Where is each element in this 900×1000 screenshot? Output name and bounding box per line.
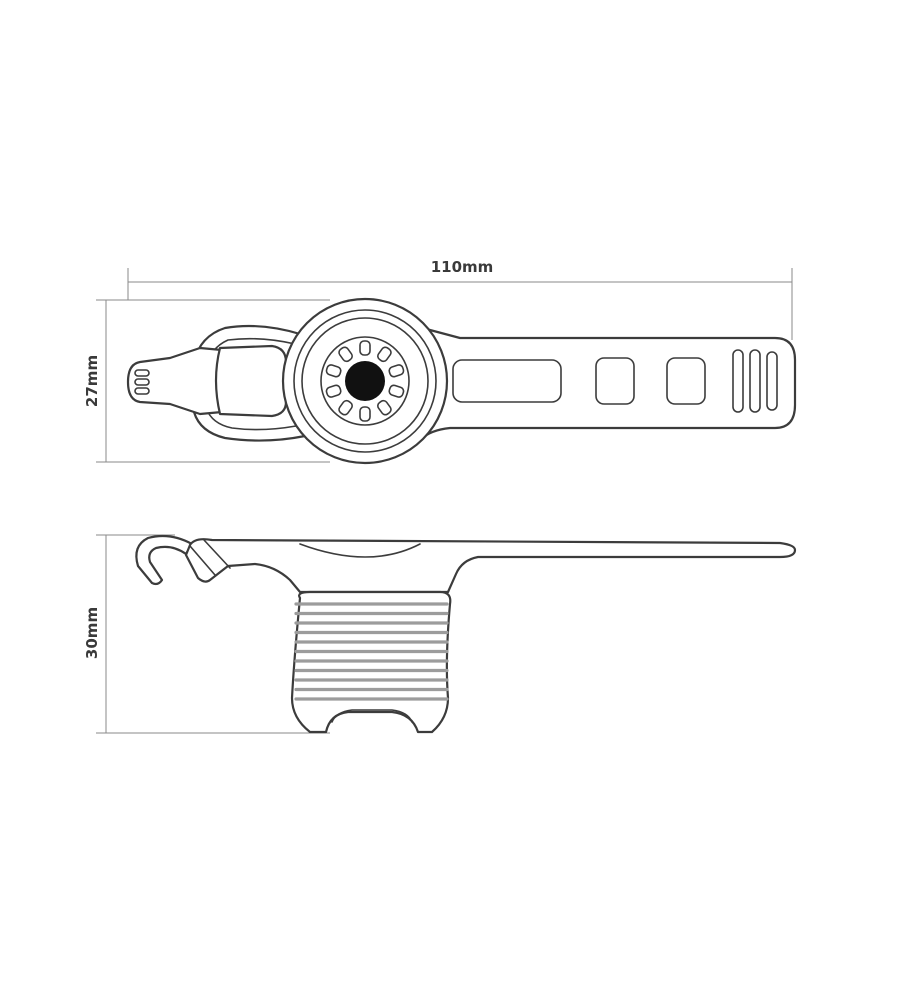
side-strap-hump (299, 543, 421, 558)
hook-tip-slot-1 (134, 369, 150, 377)
top-view: 110mm 27mm (83, 258, 797, 465)
hook-tip-slot-2 (134, 378, 150, 386)
led-slot (325, 364, 342, 378)
lamp-ring-3 (301, 317, 429, 445)
led-slot (359, 406, 371, 422)
length-dimension-label: 110mm (431, 258, 494, 276)
strap-slot-square-2 (666, 357, 706, 405)
lamp-ring-4 (320, 336, 410, 426)
led-slot (388, 384, 405, 398)
top-height-dimension: 27mm (83, 299, 330, 463)
strap-slot-square-1 (595, 357, 635, 405)
side-height-dimension-label: 30mm (83, 607, 101, 659)
led-slot (359, 340, 371, 356)
lamp-head (281, 297, 449, 465)
side-lamp-ribs (294, 602, 449, 701)
strap-grip-2 (749, 349, 761, 413)
clip-block (214, 344, 288, 418)
side-lamp-base-cutout (331, 709, 413, 723)
led-slot (338, 346, 353, 363)
side-clip-detail (189, 539, 231, 576)
top-height-dimension-label: 27mm (83, 355, 101, 407)
strap-grip-3 (766, 351, 778, 411)
hook-tip (126, 346, 224, 416)
led-slots (325, 340, 405, 422)
hook-tip-slot-3 (134, 387, 150, 395)
side-hook (135, 534, 194, 586)
led-slot (377, 346, 392, 363)
side-height-dimension: 30mm (83, 534, 330, 734)
side-strap (184, 538, 797, 594)
led-slot (338, 399, 353, 416)
strap-band (418, 324, 797, 442)
led-slot (325, 384, 342, 398)
strap-slot-long (452, 359, 562, 403)
strap-grip-1 (732, 349, 744, 413)
lamp-ring-2 (293, 309, 437, 453)
length-dimension: 110mm (127, 258, 793, 340)
led-slot (377, 399, 392, 416)
side-view: 30mm (83, 534, 797, 734)
led-slot (388, 364, 405, 378)
lamp-lens (345, 361, 385, 401)
